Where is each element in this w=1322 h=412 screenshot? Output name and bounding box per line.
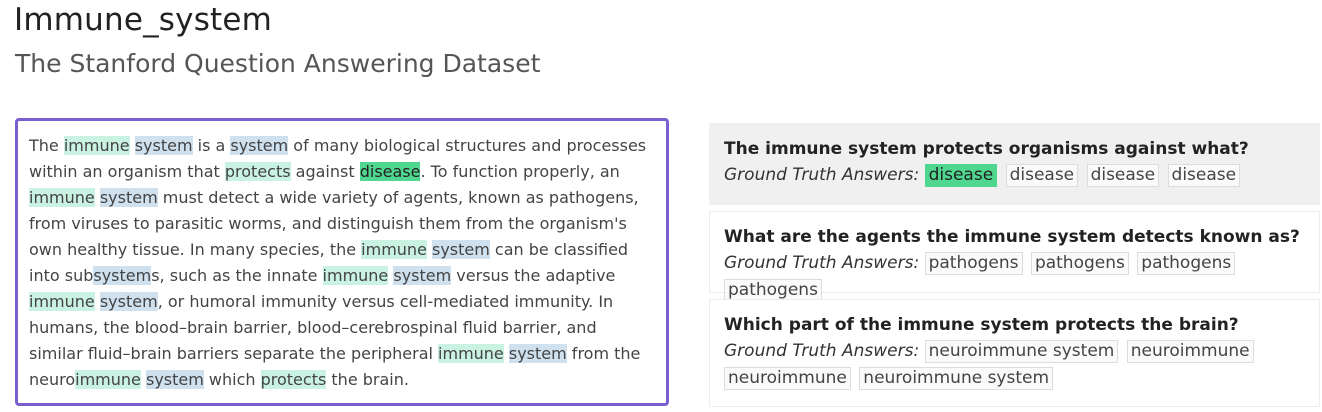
answer-tag: disease: [1005, 164, 1079, 187]
answer-tag: neuroimmune: [1126, 340, 1254, 363]
passage-text: can be classified into sub: [29, 240, 629, 285]
token-highlight: system: [230, 136, 289, 155]
passage-text: versus the adaptive: [451, 266, 616, 285]
token-highlight: immune: [29, 188, 95, 207]
token-highlight: system: [508, 344, 567, 363]
token-highlight: protects: [260, 370, 327, 389]
passage-text: [130, 136, 135, 155]
passage-text: from the neuro: [29, 344, 641, 389]
question-text: Which part of the immune system protects…: [724, 315, 1239, 335]
passage-text: . To function properly, an: [420, 162, 620, 181]
question-card[interactable]: The immune system protects organisms aga…: [709, 123, 1320, 205]
token-highlight: protects: [224, 162, 291, 181]
ground-truth-answers: Ground Truth Answers: pathogens pathogen…: [724, 250, 1305, 304]
passage-text: must detect a wide variety of agents, kn…: [29, 188, 639, 259]
passage-text: the brain.: [326, 370, 409, 389]
question-card[interactable]: What are the agents the immune system de…: [709, 211, 1320, 302]
token-highlight: immune: [322, 266, 389, 285]
answer-tag: neuroimmune system: [924, 340, 1119, 363]
passage-text: The: [29, 136, 64, 155]
passage-text: which: [203, 370, 261, 389]
answer-tag: disease: [1086, 164, 1160, 187]
answer-tag: pathogens: [924, 252, 1023, 275]
answer-tag: pathogens: [1030, 252, 1129, 275]
token-highlight: system: [145, 370, 204, 389]
token-highlight: system: [93, 266, 152, 285]
answer-tag: disease: [1167, 164, 1241, 187]
question-text: The immune system protects organisms aga…: [724, 139, 1249, 159]
page-title: Immune_system: [14, 2, 273, 38]
question-card[interactable]: Which part of the immune system protects…: [709, 299, 1320, 407]
answer-tag: pathogens: [1137, 252, 1236, 275]
token-highlight: system: [393, 266, 452, 285]
question-text: What are the agents the immune system de…: [724, 227, 1300, 247]
answer-tag: neuroimmune system: [859, 367, 1054, 390]
passage-text: s, such as the innate: [151, 266, 323, 285]
token-highlight: immune: [361, 240, 427, 259]
ground-truth-label: Ground Truth Answers:: [724, 341, 920, 361]
token-highlight: immune: [75, 370, 141, 389]
ground-truth-answers: Ground Truth Answers: neuroimmune system…: [724, 338, 1305, 392]
context-passage: The immune system is a system of many bi…: [15, 118, 669, 406]
passage-text: against: [290, 162, 360, 181]
token-highlight: immune: [29, 292, 95, 311]
token-highlight: system: [432, 240, 490, 259]
token-highlight: system: [134, 136, 193, 155]
ground-truth-label: Ground Truth Answers:: [724, 253, 920, 273]
token-highlight: immune: [63, 136, 130, 155]
token-highlight: system: [99, 292, 158, 311]
ground-truth-label: Ground Truth Answers:: [724, 165, 920, 185]
token-highlight: immune: [438, 344, 504, 363]
answer-tag: disease: [924, 164, 998, 187]
answer-tag: neuroimmune: [724, 367, 851, 390]
passage-text: of many biological structures and proces…: [29, 136, 647, 181]
passage-text: , or humoral immunity versus cell-mediat…: [29, 292, 614, 363]
passage-text: is a: [192, 136, 231, 155]
page-subtitle: The Stanford Question Answering Dataset: [15, 49, 541, 78]
answer-tag: pathogens: [724, 279, 822, 302]
ground-truth-answers: Ground Truth Answers: disease disease di…: [724, 162, 1305, 189]
token-highlight: system: [99, 188, 158, 207]
answer-highlight: disease: [359, 162, 421, 181]
